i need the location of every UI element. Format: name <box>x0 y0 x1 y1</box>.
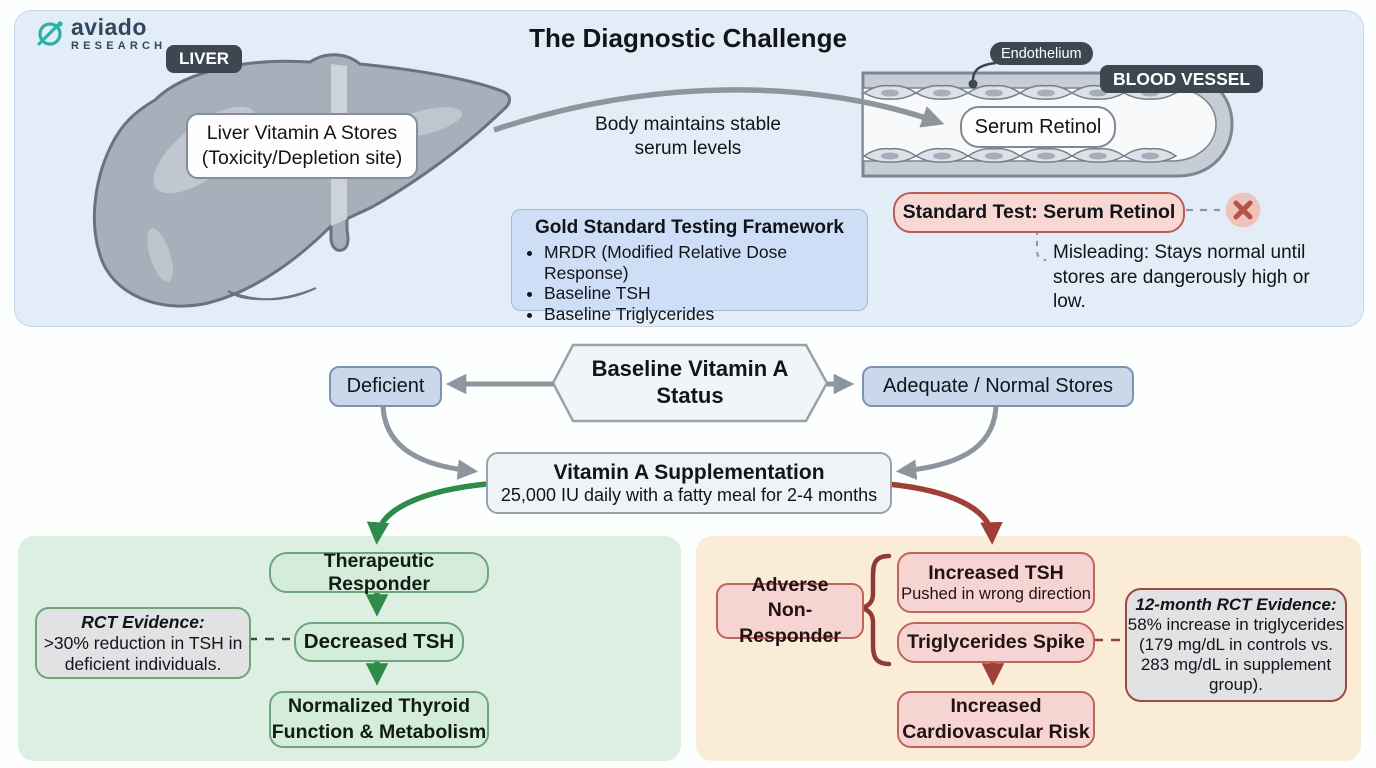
rct-12month-evidence-box: 12-month RCT Evidence: 58% increase in t… <box>1125 588 1347 702</box>
rct-evidence-title: RCT Evidence: <box>81 611 205 632</box>
normalized-thyroid-box: Normalized Thyroid Function & Metabolism <box>269 691 489 748</box>
gold-standard-item: Baseline TSH <box>544 283 867 304</box>
cardiovascular-risk-box: Increased Cardiovascular Risk <box>897 691 1095 748</box>
page-title: The Diagnostic Challenge <box>529 23 847 53</box>
gold-standard-title: Gold Standard Testing Framework <box>535 217 844 238</box>
supplementation-detail: 25,000 IU daily with a fatty meal for 2-… <box>500 484 878 505</box>
deficient-to-supplement-arrow <box>380 402 479 480</box>
adequate-box: Adequate / Normal Stores <box>862 366 1134 407</box>
increased-tsh-subtitle: Pushed in wrong direction <box>901 584 1091 603</box>
supplementation-title: Vitamin A Supplementation <box>553 460 825 484</box>
rct-12month-body: 58% increase in triglycerides (179 mg/dL… <box>1127 614 1345 695</box>
adverse-non-responder-box: Adverse Non-Responder <box>716 574 864 647</box>
adequate-to-supplement-arrow <box>895 402 999 480</box>
gold-standard-item: MRDR (Modified Relative Dose Response) <box>544 242 867 283</box>
deficient-box: Deficient <box>329 366 442 407</box>
liver-note-box: Liver Vitamin A Stores (Toxicity/Depleti… <box>186 113 418 179</box>
increased-tsh-box: Increased TSH Pushed in wrong direction <box>897 552 1095 613</box>
gold-standard-item: Baseline Triglycerides <box>544 304 867 325</box>
standard-test-box: Standard Test: Serum Retinol <box>893 192 1185 233</box>
therapeutic-responder-box: Therapeutic Responder <box>269 550 489 595</box>
supplement-to-responder-arrow <box>366 481 488 545</box>
logo-brand: aviado <box>71 14 147 40</box>
rct-12month-title: 12-month RCT Evidence: <box>1135 594 1337 614</box>
gold-standard-box: Gold Standard Testing Framework MRDR (Mo… <box>511 209 868 324</box>
serum-retinol-box: Serum Retinol <box>960 106 1116 148</box>
increased-tsh-title: Increased TSH <box>928 561 1064 584</box>
triglycerides-spike-box: Triglycerides Spike <box>897 622 1095 663</box>
supplement-to-adverse-arrow <box>887 481 1003 545</box>
endothelium-tag: Endothelium <box>990 42 1093 65</box>
logo: aviado RESEARCH <box>34 16 166 52</box>
supplementation-box: Vitamin A Supplementation 25,000 IU dail… <box>486 452 892 514</box>
logo-icon <box>37 21 63 46</box>
transfer-caption: Body maintains stable serum levels <box>595 114 781 159</box>
gold-standard-list: MRDR (Modified Relative Dose Response) B… <box>522 242 867 325</box>
logo-subtitle: RESEARCH <box>71 40 167 52</box>
misleading-note: Misleading: Stays normal until stores ar… <box>1053 242 1310 313</box>
baseline-status-label: Baseline Vitamin A Status <box>591 355 789 409</box>
blood-vessel-tag: BLOOD VESSEL <box>1100 65 1264 93</box>
rct-evidence-body: >30% reduction in TSH in deficient indiv… <box>43 632 243 674</box>
decreased-tsh-box: Decreased TSH <box>294 622 464 662</box>
liver-tag: LIVER <box>166 45 243 73</box>
rct-evidence-box: RCT Evidence: >30% reduction in TSH in d… <box>35 607 251 679</box>
